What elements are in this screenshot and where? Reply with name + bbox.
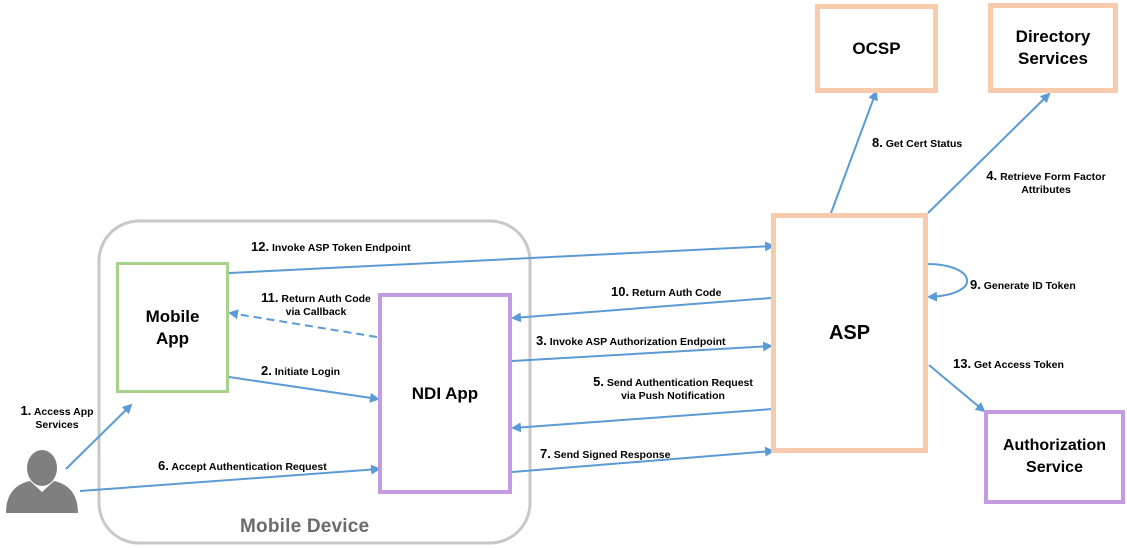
authorization-label-line2: Service xyxy=(1026,459,1083,476)
ocsp-label: OCSP xyxy=(852,38,901,58)
step-8-text: Get Cert Status xyxy=(885,138,963,150)
step-3-text: Invoke ASP Authorization Endpoint xyxy=(549,336,726,348)
step-5-text: Send Authentication Request xyxy=(606,377,753,389)
arrow-4-form-factor xyxy=(927,92,1051,214)
step-6-num: 6. xyxy=(158,458,169,473)
step-10-text: Return Auth Code xyxy=(632,287,722,299)
step-12-num: 12. xyxy=(251,239,270,254)
arrow-13-access-token xyxy=(928,364,986,413)
step-13-num: 13. xyxy=(953,356,972,371)
step-11-label: 11. Return Auth Code via Callback xyxy=(248,291,384,319)
step-12-text: Invoke ASP Token Endpoint xyxy=(272,242,411,254)
step-8-num: 8. xyxy=(872,135,883,150)
mobile-app-box: Mobile App xyxy=(116,262,229,393)
step-10-num: 10. xyxy=(611,284,630,299)
step-4-text2: Attributes xyxy=(1021,184,1071,196)
step-12-label: 12. Invoke ASP Token Endpoint xyxy=(251,240,411,255)
authorization-service-box: Authorization Service xyxy=(984,410,1125,504)
step-9-num: 9. xyxy=(970,277,981,292)
authorization-label-line1: Authorization xyxy=(1002,437,1107,454)
arrow-2-initiate-login xyxy=(228,376,380,403)
step-7-text: Send Signed Response xyxy=(553,449,671,461)
step-2-num: 2. xyxy=(261,363,272,378)
step-5-label: 5. Send Authentication Request via Push … xyxy=(578,375,768,403)
step-5-text2: via Push Notification xyxy=(621,390,725,402)
arrow-7-signed-response xyxy=(511,446,775,473)
ocsp-box: OCSP xyxy=(815,4,938,93)
arrow-8-cert-status xyxy=(830,90,878,214)
step-11-text2: via Callback xyxy=(285,306,347,318)
step-8-label: 8. Get Cert Status xyxy=(872,136,962,151)
ndi-app-label: NDI App xyxy=(411,383,479,403)
step-3-label: 3. Invoke ASP Authorization Endpoint xyxy=(536,334,726,349)
step-1-text: Access App xyxy=(33,406,94,418)
step-7-num: 7. xyxy=(540,446,551,461)
step-13-text: Get Access Token xyxy=(974,359,1064,371)
step-4-text: Retrieve Form Factor xyxy=(1000,171,1106,183)
step-13-label: 13. Get Access Token xyxy=(953,357,1064,372)
step-2-label: 2. Initiate Login xyxy=(261,364,340,379)
user-icon xyxy=(6,450,78,513)
step-4-num: 4. xyxy=(986,168,998,183)
step-11-text: Return Auth Code xyxy=(281,293,371,305)
step-9-label: 9. Generate ID Token xyxy=(970,278,1076,293)
arrow-6-accept-auth xyxy=(79,464,381,492)
mobile-app-label-line1: Mobile xyxy=(145,306,200,326)
step-1-num: 1. xyxy=(20,403,32,418)
arrow-3-authorization-endpoint xyxy=(511,341,773,362)
ndi-app-box: NDI App xyxy=(378,293,512,494)
step-9-text: Generate ID Token xyxy=(983,280,1076,292)
step-6-text: Accept Authentication Request xyxy=(171,461,327,473)
asp-label: ASP xyxy=(828,322,871,344)
arrow-1-access-app xyxy=(65,403,133,470)
step-7-label: 7. Send Signed Response xyxy=(540,447,670,462)
directory-label-line2: Services xyxy=(1018,49,1088,68)
step-6-label: 6. Accept Authentication Request xyxy=(158,459,327,474)
directory-label-line1: Directory xyxy=(1015,27,1091,46)
step-5-num: 5. xyxy=(593,374,604,389)
arrow-11-return-callback xyxy=(228,309,378,338)
step-10-label: 10. Return Auth Code xyxy=(611,285,721,300)
step-4-label: 4. Retrieve Form Factor Attributes xyxy=(976,169,1116,197)
directory-services-box: Directory Services xyxy=(988,3,1118,93)
asp-box: ASP xyxy=(771,213,928,453)
mobile-device-frame xyxy=(97,219,532,545)
mobile-device-label: Mobile Device xyxy=(240,516,370,537)
step-11-num: 11. xyxy=(261,290,279,305)
arrow-5-push-notification xyxy=(511,408,774,433)
arrow-10-return-auth-code xyxy=(511,297,772,323)
step-1-text2: Services xyxy=(35,419,79,431)
arrow-12-token-endpoint xyxy=(228,241,775,274)
step-3-num: 3. xyxy=(536,333,547,348)
arrow-9-generate-id-token xyxy=(926,263,968,302)
step-2-text: Initiate Login xyxy=(274,366,341,378)
mobile-app-label-line2: App xyxy=(155,328,190,348)
step-1-label: 1. Access App Services xyxy=(18,404,96,432)
